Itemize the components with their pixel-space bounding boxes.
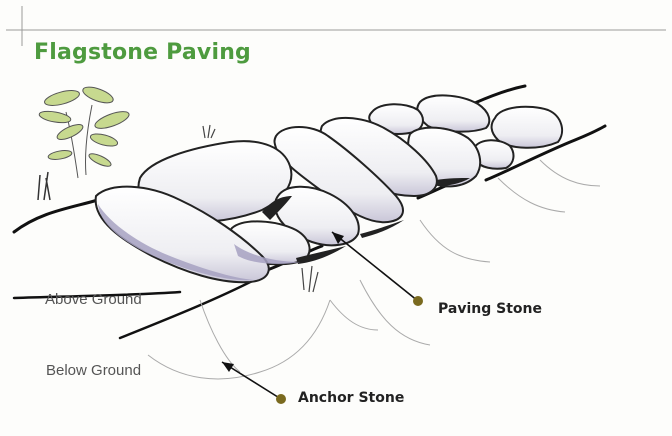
above-ground-label: Above Ground	[45, 291, 142, 308]
below-ground-label: Below Ground	[46, 362, 141, 379]
leader-anchor-stone	[222, 362, 286, 404]
plant-illustration	[38, 84, 131, 200]
anchor-stone-callout: Anchor Stone	[298, 390, 404, 406]
leader-paving-stone	[332, 232, 423, 306]
paving-stone-callout: Paving Stone	[438, 301, 542, 317]
diagram-title: Flagstone Paving	[34, 40, 251, 65]
